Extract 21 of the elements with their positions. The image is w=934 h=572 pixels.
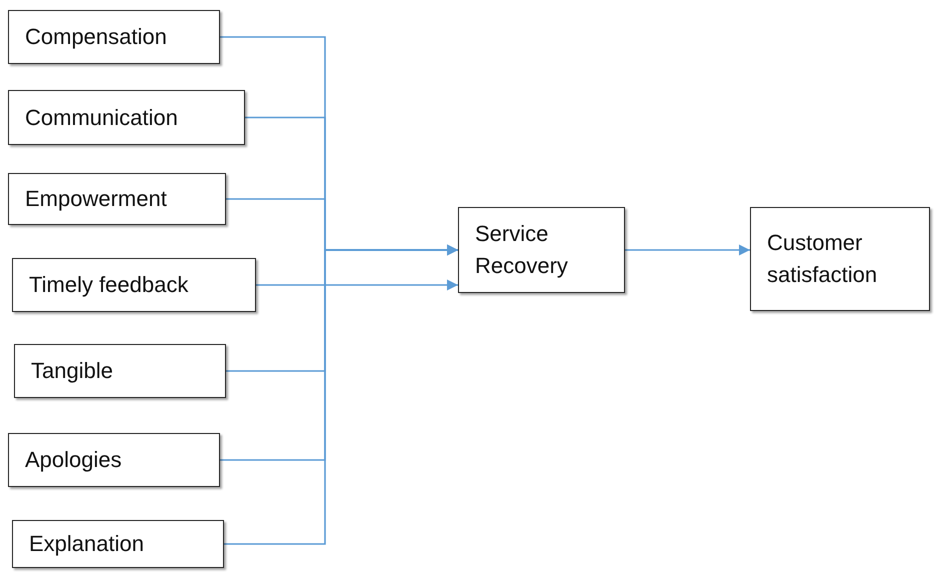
arrow	[256, 279, 458, 291]
factor-box	[8, 173, 226, 225]
box-label: Service Recovery	[475, 220, 569, 280]
arrow	[625, 244, 750, 256]
box-label: Customer satisfaction	[767, 229, 878, 289]
factor-box	[8, 90, 245, 145]
factor-box	[8, 10, 220, 64]
factor-box	[8, 433, 220, 487]
box-label: Explanation	[29, 530, 144, 558]
box-label: Tangible	[31, 357, 113, 386]
factor-box	[750, 207, 930, 311]
box-label: Communication	[25, 104, 178, 132]
box-label: Timely feedback	[29, 271, 188, 300]
factor-box	[12, 520, 224, 568]
factor-box	[12, 258, 256, 312]
factor-box	[458, 207, 625, 293]
arrow	[224, 244, 458, 545]
box-label: Apologies	[25, 446, 122, 474]
box-label: Empowerment	[25, 185, 167, 214]
factor-box	[14, 344, 226, 398]
box-label: Compensation	[25, 23, 167, 52]
